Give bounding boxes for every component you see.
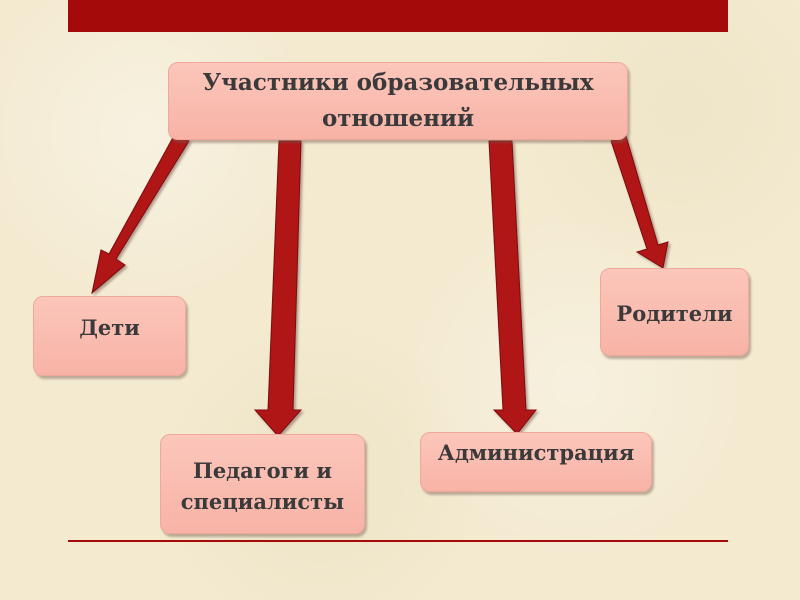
arrow-to-parents <box>610 135 669 269</box>
top-decorative-bar <box>68 0 728 32</box>
node-children: Дети <box>33 296 186 376</box>
diagram-title: Участники образовательных отношений <box>202 69 594 132</box>
node-administration: Администрация <box>420 432 652 492</box>
arrow-to-teachers <box>253 140 303 437</box>
diagram-title-box: Участники образовательных отношений <box>168 62 628 140</box>
node-parents: Родители <box>600 268 749 356</box>
arrow-to-administration <box>488 140 538 435</box>
node-teachers-label: Педагоги и специалисты <box>180 458 345 514</box>
node-administration-label: Администрация <box>437 440 635 465</box>
node-teachers: Педагоги и специалисты <box>160 434 365 534</box>
arrow-to-children <box>91 131 190 295</box>
node-parents-label: Родители <box>616 301 733 326</box>
bottom-divider <box>68 540 728 542</box>
node-children-label: Дети <box>79 315 140 340</box>
